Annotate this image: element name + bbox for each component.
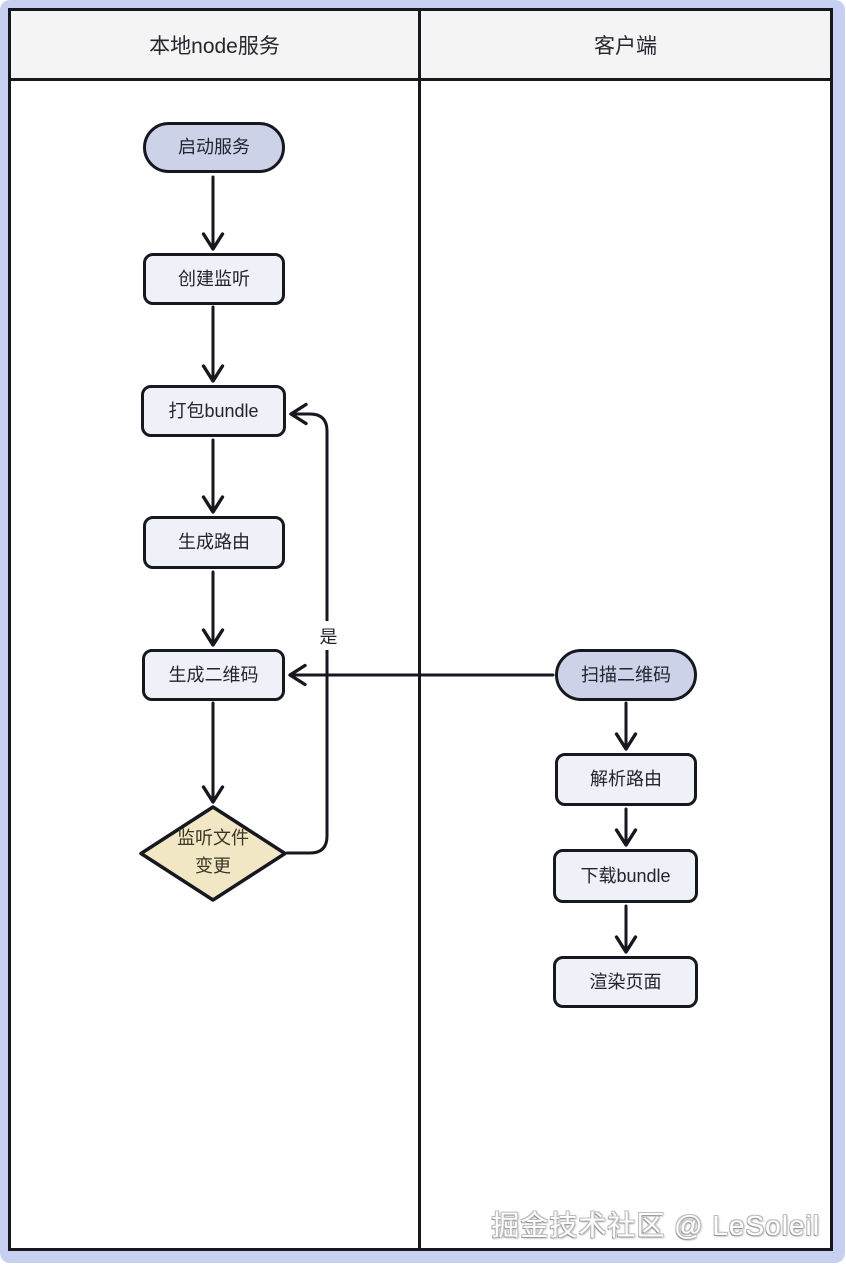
node-label: 生成二维码 [168,664,259,685]
decision-diamond-shape [139,805,287,902]
watermark-text: 掘金技术社区 @ LeSoleil [491,1210,820,1241]
node-parse-route: 解析路由 [555,753,697,806]
node-generate-route: 生成路由 [143,516,285,569]
node-label: 启动服务 [178,137,250,158]
node-scan-qrcode: 扫描二维码 [555,649,697,701]
node-watch-file-change: 监听文件变更 [177,828,249,876]
node-label: 扫描二维码 [581,664,671,685]
lane-header-client: 客户端 [421,11,830,81]
lane-header-local-node-service: 本地node服务 [11,11,418,81]
node-create-listener: 创建监听 [143,253,285,305]
lane-divider [418,11,421,1248]
node-label: 下载bundle [580,865,671,886]
node-render-page: 渲染页面 [553,956,698,1008]
node-label: 创建监听 [178,268,250,289]
node-label: 解析路由 [590,769,662,790]
node-label: 生成路由 [178,532,250,553]
node-download-bundle: 下载bundle [553,849,698,903]
node-start-service: 启动服务 [143,122,285,173]
edge-label-yes: 是 [315,621,342,650]
lane-header-label: 客户端 [594,34,657,58]
lane-header-label: 本地node服务 [149,34,280,58]
node-label: 渲染页面 [589,971,662,992]
node-pack-bundle: 打包bundle [141,385,286,437]
node-generate-qrcode: 生成二维码 [142,649,285,701]
node-label: 打包bundle [168,400,259,421]
